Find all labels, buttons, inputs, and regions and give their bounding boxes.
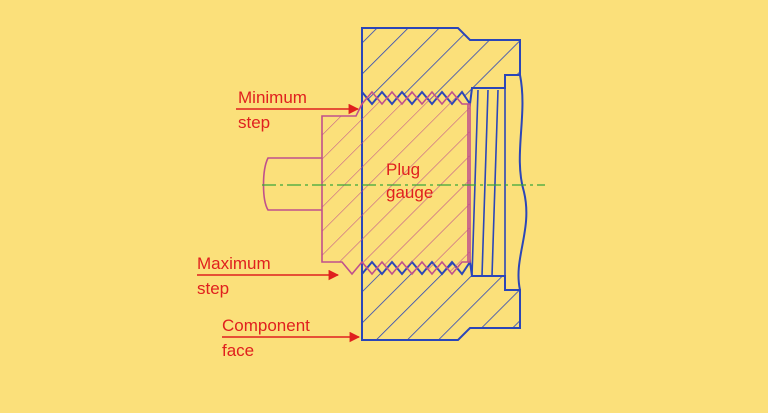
gauge-body bbox=[321, 90, 471, 276]
component-face-label-line1: Component bbox=[222, 316, 310, 335]
minimum-step-label-line2: step bbox=[238, 113, 270, 132]
plug-gauge-label-line1: Plug bbox=[386, 160, 420, 179]
maximum-step-label-line1: Maximum bbox=[197, 254, 271, 273]
plug-gauge-label-line2: gauge bbox=[386, 183, 433, 202]
maximum-step-label-line2: step bbox=[197, 279, 229, 298]
plug-gauge-label: Plug gauge bbox=[386, 160, 433, 202]
minimum-step-callout: Minimum step bbox=[236, 88, 360, 132]
gauge-handle bbox=[262, 157, 322, 211]
component-face-callout: Component face bbox=[222, 316, 361, 360]
component-section bbox=[361, 27, 528, 341]
component-upper-half bbox=[361, 27, 521, 107]
minimum-step-label-line1: Minimum bbox=[238, 88, 307, 107]
plug-gauge bbox=[262, 90, 471, 276]
component-break-line bbox=[517, 74, 528, 291]
component-lower-half bbox=[361, 259, 521, 341]
maximum-step-callout: Maximum step bbox=[197, 254, 340, 298]
component-face-label-line2: face bbox=[222, 341, 254, 360]
